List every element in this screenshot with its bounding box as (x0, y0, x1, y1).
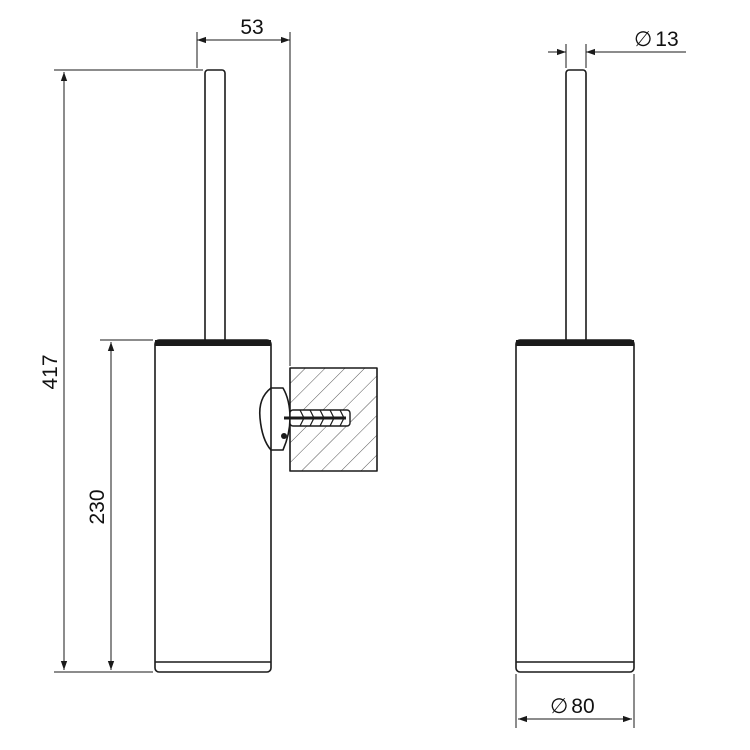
screw-and-plug (284, 409, 351, 427)
diameter-symbol: ∅ (634, 28, 652, 51)
wall-bracket (258, 387, 291, 451)
dimension-projection: 53 (196, 16, 291, 366)
holder-top-rim (155, 340, 271, 346)
holder-cylinder (154, 339, 272, 673)
diameter-symbol-2: ∅ (550, 695, 568, 718)
handle-diameter-value: 13 (655, 28, 678, 51)
plug-ribs (299, 409, 345, 427)
front-holder-top-rim (516, 340, 634, 346)
holder-diameter-value: 80 (571, 695, 594, 718)
side-view: 53 417 230 (39, 16, 378, 673)
front-view: ∅13 ∅80 (515, 28, 686, 728)
dimension-total-height: 417 (39, 69, 203, 673)
dim-label-projection: 53 (240, 16, 263, 39)
dimension-handle-diameter: ∅13 (548, 28, 686, 68)
dim-label-holder-diameter: ∅80 (550, 695, 595, 718)
dim-label-handle-diameter: ∅13 (634, 28, 679, 51)
dim-label-total-height: 417 (39, 354, 62, 389)
front-holder-cylinder (515, 339, 635, 673)
brush-handle (204, 69, 226, 343)
front-brush-handle (565, 69, 587, 343)
dimension-holder-height: 230 (86, 339, 153, 670)
front-holder-body (515, 339, 635, 673)
bracket-screw-head (281, 433, 287, 439)
dim-label-holder-height: 230 (86, 489, 109, 524)
holder-body (154, 339, 272, 673)
dimension-holder-diameter: ∅80 (515, 674, 635, 728)
